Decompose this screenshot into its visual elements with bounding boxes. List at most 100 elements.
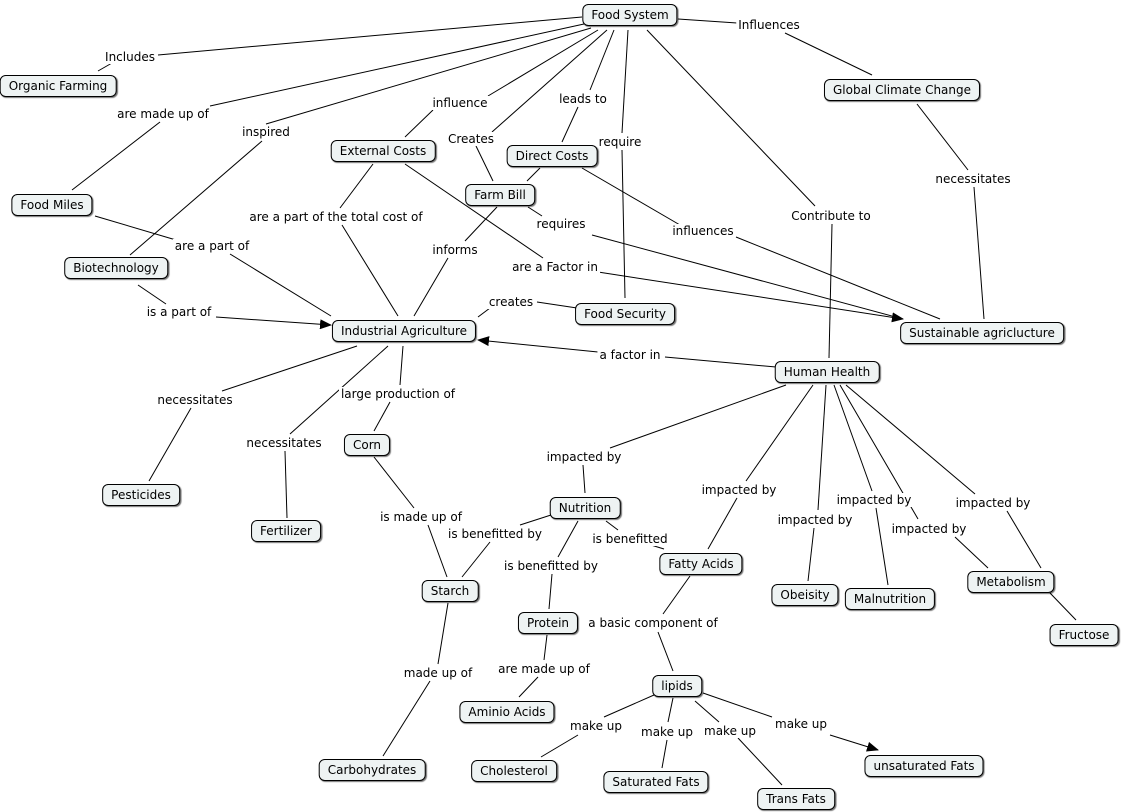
node-metabolism[interactable]: Metabolism — [967, 571, 1055, 593]
link-a-basic-component-of: a basic component of — [586, 616, 720, 630]
edge-foodsystem-creates — [491, 29, 608, 133]
node-aminio-acids[interactable]: Aminio Acids — [459, 701, 555, 723]
node-industrial-agriculture[interactable]: Industrial Agriculture — [331, 320, 477, 342]
node-food-system[interactable]: Food System — [582, 4, 678, 26]
link-creates-upper: Creates — [445, 132, 497, 146]
link-are-made-up-of-amino: are made up of — [496, 662, 592, 676]
node-food-miles[interactable]: Food Miles — [11, 194, 93, 216]
link-make-up-trans: make up — [702, 724, 758, 738]
link-make-up-unsaturated: make up — [773, 717, 829, 731]
edge-aremadeupof-foodmiles — [71, 121, 161, 191]
edge-arepartof-industrial — [229, 253, 332, 317]
edge-isapartof-industrial — [215, 316, 332, 330]
edge-makeup-unsaturated — [829, 734, 879, 752]
node-trans-fats[interactable]: Trans Fats — [757, 788, 835, 810]
node-direct-costs[interactable]: Direct Costs — [506, 145, 598, 167]
edge-humanhealth-factorin — [664, 356, 777, 368]
edge-impactedby-obeisity — [807, 527, 815, 582]
node-obeisity[interactable]: Obeisity — [771, 584, 839, 606]
node-sustainable-agriculture[interactable]: Sustainable agriclucture — [900, 322, 1064, 344]
edge-inspired-biotech — [129, 140, 263, 256]
edge-largeproduction-corn — [373, 401, 391, 432]
node-nutrition[interactable]: Nutrition — [549, 497, 621, 519]
node-cholesterol[interactable]: Cholesterol — [471, 760, 557, 782]
edge-foodsystem-influences — [677, 18, 738, 24]
edge-humanhealth-impactedby-fatty — [745, 384, 814, 482]
node-fatty-acids[interactable]: Fatty Acids — [659, 553, 743, 575]
link-necessitates-climate: necessitates — [933, 172, 1013, 186]
link-is-benefitted: is benefitted — [590, 532, 670, 546]
edge-makeup-cholesterol — [540, 734, 579, 758]
node-starch[interactable]: Starch — [421, 580, 479, 602]
node-food-security[interactable]: Food Security — [575, 303, 675, 325]
edge-ismadeupof-starch — [427, 524, 448, 578]
link-contribute-to: Contribute to — [789, 209, 873, 223]
edge-necessitates-pesticides — [148, 407, 192, 482]
edge-foodsystem-require — [621, 29, 629, 134]
edge-influence-externalcosts — [404, 109, 434, 138]
edge-basiccomponent-lipids — [657, 631, 674, 672]
link-is-benefitted-by-protein: is benefitted by — [502, 559, 600, 573]
node-farm-bill[interactable]: Farm Bill — [465, 184, 535, 206]
link-requires: requires — [534, 217, 588, 231]
edge-farmbill-requires — [527, 206, 543, 217]
node-human-health[interactable]: Human Health — [774, 361, 880, 383]
edge-foodsystem-aremadeupof — [209, 23, 585, 107]
link-is-made-up-of: is made up of — [378, 510, 464, 524]
node-organic-farming[interactable]: Organic Farming — [0, 75, 117, 97]
edge-impactedby-fatty — [707, 497, 738, 550]
edge-humanhealth-impactedby-nutrition — [609, 384, 787, 449]
edge-informs-industrial — [413, 257, 449, 317]
link-leads-to: leads to — [557, 92, 609, 106]
edge-necessitates-sustainable — [973, 186, 985, 320]
node-malnutrition[interactable]: Malnutrition — [844, 588, 936, 610]
edge-require-foodsecurity — [621, 149, 626, 299]
edge-impactedby-malnutrition — [875, 507, 889, 586]
link-a-factor-in: a factor in — [597, 348, 663, 362]
link-are-made-up-of: are made up of — [115, 107, 211, 121]
node-fructose[interactable]: Fructose — [1049, 624, 1119, 646]
edge-makeup-saturated — [661, 739, 668, 769]
edge-industrial-creates — [477, 307, 491, 318]
edge-starch-madeupof — [437, 602, 449, 665]
link-impacted-by-metabolism-b: impacted by — [953, 496, 1033, 510]
node-external-costs[interactable]: External Costs — [330, 140, 436, 162]
edge-fatty-basiccomponent — [662, 575, 691, 615]
link-necessitates-fertilizer: necessitates — [244, 436, 324, 450]
node-biotechnology[interactable]: Biotechnology — [64, 257, 168, 279]
link-are-a-part-of-total-cost: are a part of the total cost of — [247, 210, 425, 224]
link-inspired: inspired — [240, 125, 292, 139]
node-fertilizer[interactable]: Fertilizer — [251, 520, 321, 542]
edge-contributeto-humanhealth — [828, 223, 833, 359]
edge-factorin-sustainable — [597, 271, 904, 323]
edge-requires-sustainable — [591, 234, 904, 320]
node-global-climate-change[interactable]: Global Climate Change — [823, 79, 981, 101]
edge-directcosts-influences — [581, 167, 681, 226]
link-necessitates-pesticides: necessitates — [155, 393, 235, 407]
edge-aremadeupof-amino — [518, 676, 539, 698]
node-protein[interactable]: Protein — [517, 612, 579, 634]
edge-humanhealth-impactedby-malnutrition — [833, 384, 873, 492]
node-corn[interactable]: Corn — [343, 434, 391, 456]
node-saturated-fats[interactable]: Saturated Fats — [603, 771, 709, 793]
node-lipids[interactable]: lipids — [652, 675, 702, 697]
link-creates-lower: creates — [486, 295, 536, 309]
edge-creates-farmbill — [475, 145, 494, 182]
edge-corn-ismadeupof — [373, 456, 415, 509]
node-unsaturated-fats[interactable]: unsaturated Fats — [864, 755, 984, 777]
link-impacted-by-nutrition: impacted by — [544, 450, 624, 464]
link-are-a-factor-in: are a Factor in — [510, 260, 600, 274]
link-impacted-by-obeisity: impacted by — [775, 513, 855, 527]
edge-externalcosts-factorin — [404, 163, 544, 259]
node-pesticides[interactable]: Pesticides — [102, 484, 180, 506]
link-made-up-of: made up of — [401, 666, 475, 680]
node-carbohydrates[interactable]: Carbohydrates — [318, 759, 426, 781]
edge-industrial-largeproduction — [399, 345, 404, 386]
edge-necessitates-fertilizer — [284, 450, 288, 519]
edge-industrial-necessitates-a — [221, 345, 358, 392]
edge-includes-organicfarming — [97, 62, 113, 72]
edge-directcosts-farmbill — [526, 167, 541, 182]
edge-lipids-makeup-a — [603, 694, 655, 718]
edge-nutrition-isbenefittedby-a — [519, 514, 552, 526]
